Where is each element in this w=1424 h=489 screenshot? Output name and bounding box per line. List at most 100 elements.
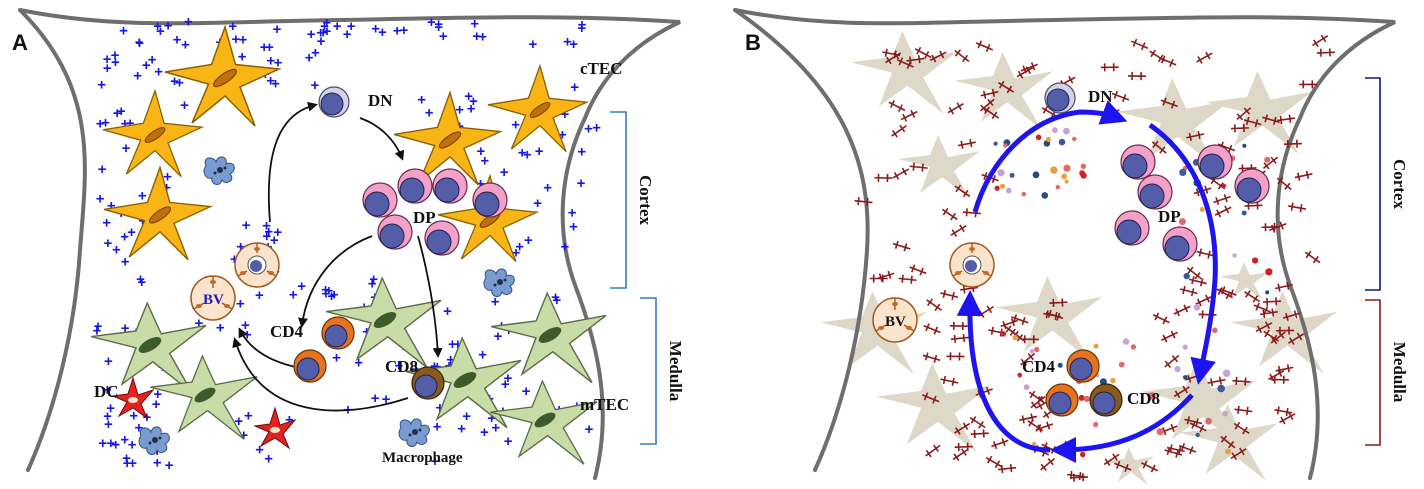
plus-marker: + bbox=[578, 17, 587, 34]
plus-marker: + bbox=[431, 453, 440, 470]
plus-marker: + bbox=[104, 235, 113, 252]
chemokine-molecule bbox=[1182, 344, 1188, 350]
plus-marker: + bbox=[371, 20, 380, 37]
plus-marker: + bbox=[123, 455, 132, 472]
plus-marker: + bbox=[121, 254, 130, 271]
chemokine-molecules bbox=[993, 127, 1273, 458]
plus-marker: + bbox=[153, 386, 162, 403]
plus-marker: + bbox=[121, 115, 130, 132]
dp-thymocyte bbox=[397, 168, 433, 204]
ctec-label-a: cTEC bbox=[580, 59, 623, 78]
chemokine-molecule bbox=[1264, 156, 1271, 163]
blood-vessel-with-thymocyte bbox=[234, 242, 280, 288]
stromal-marker bbox=[1286, 201, 1308, 214]
plus-marker: + bbox=[117, 103, 126, 120]
plus-marker: + bbox=[327, 288, 336, 305]
plus-marker: + bbox=[122, 450, 131, 467]
plus-marker: + bbox=[255, 287, 264, 304]
chemokine-molecule bbox=[1265, 268, 1273, 276]
cortex-bracket-b bbox=[1365, 77, 1381, 291]
plus-marker: + bbox=[515, 239, 524, 256]
plus-marker: + bbox=[230, 251, 239, 268]
chemokine-molecule bbox=[1232, 253, 1237, 258]
plus-marker: + bbox=[165, 457, 174, 474]
dn-thymocyte bbox=[318, 86, 350, 118]
plus-marker: + bbox=[103, 382, 112, 399]
chemokine-molecule bbox=[1130, 344, 1137, 350]
panel-a-tissue-outline bbox=[18, 8, 681, 480]
chemokine-molecule bbox=[997, 169, 1005, 177]
panel-b-letter: B bbox=[745, 30, 761, 55]
panel-b-tissue-outline bbox=[733, 8, 1396, 480]
plus-marker: + bbox=[104, 416, 113, 433]
plus-marker: + bbox=[561, 106, 570, 123]
chemokine-molecule bbox=[1061, 173, 1067, 180]
stromal-marker bbox=[949, 332, 971, 345]
dp-label-b: DP bbox=[1158, 207, 1181, 226]
chemokine-molecule bbox=[1225, 448, 1231, 455]
stromal-marker bbox=[873, 172, 894, 183]
cd4-thymocyte bbox=[293, 349, 327, 383]
plus-marker: + bbox=[273, 224, 282, 241]
plus-marker: + bbox=[535, 143, 544, 160]
stromal-marker bbox=[1069, 472, 1089, 483]
plus-marker: + bbox=[494, 328, 503, 345]
plus-marker: + bbox=[103, 60, 112, 77]
chemokine-molecule bbox=[1118, 361, 1125, 368]
dn-label-b: DN bbox=[1088, 87, 1113, 106]
plus-marker: + bbox=[111, 47, 120, 64]
plus-marker: + bbox=[173, 31, 182, 48]
chemokine-molecule bbox=[1265, 290, 1270, 295]
plus-marker: + bbox=[138, 187, 147, 204]
stromal-marker bbox=[922, 441, 944, 461]
plus-marker: + bbox=[439, 28, 448, 45]
plus-marker: + bbox=[585, 421, 594, 438]
dp-thymocyte bbox=[432, 168, 468, 204]
stromal-marker bbox=[975, 302, 997, 321]
medulla-bracket-a bbox=[640, 297, 657, 445]
plus-marker: + bbox=[128, 436, 137, 453]
plus-marker: + bbox=[274, 55, 283, 72]
plus-marker: + bbox=[136, 271, 145, 288]
cd8-label-b: CD8 bbox=[1127, 389, 1160, 408]
plus-marker: + bbox=[195, 315, 204, 332]
plus-marker: + bbox=[96, 115, 105, 132]
chemokine-molecule bbox=[1183, 375, 1188, 380]
plus-marker: + bbox=[234, 413, 243, 430]
plus-marker: + bbox=[289, 287, 298, 304]
plus-marker: + bbox=[455, 102, 464, 119]
plus-marker: + bbox=[319, 25, 328, 42]
plus-marker: + bbox=[162, 180, 171, 197]
plus-marker: + bbox=[127, 224, 136, 241]
macrophage-cell bbox=[138, 426, 170, 455]
cd4-thymocyte bbox=[1045, 383, 1079, 417]
plus-marker: + bbox=[153, 18, 162, 35]
plus-marker: + bbox=[311, 44, 320, 61]
plus-marker: + bbox=[500, 164, 509, 181]
stromal-marker bbox=[1274, 362, 1295, 376]
plus-marker: + bbox=[122, 140, 131, 157]
plus-marker: + bbox=[273, 21, 282, 38]
plus-marker: + bbox=[533, 195, 542, 212]
chemokine-molecule bbox=[1149, 392, 1156, 399]
plus-marker: + bbox=[400, 22, 409, 39]
stromal-marker bbox=[1212, 202, 1234, 220]
chemokine-molecule bbox=[1212, 327, 1218, 334]
chemokine-molecule bbox=[999, 183, 1006, 189]
stromal-marker bbox=[898, 107, 920, 124]
plus-marker: + bbox=[558, 127, 567, 144]
plus-marker: + bbox=[368, 276, 377, 293]
chemokine-plus-signs: ++++++++++++++++++++++++++++++++++++++++… bbox=[93, 13, 602, 474]
plus-marker: + bbox=[264, 224, 273, 241]
chemokine-molecule bbox=[993, 141, 998, 146]
plus-marker: + bbox=[264, 450, 273, 467]
stromal-marker bbox=[938, 374, 960, 388]
plus-marker: + bbox=[477, 143, 486, 160]
plus-marker: + bbox=[511, 117, 520, 134]
cortex-label-b: Cortex bbox=[1390, 159, 1409, 210]
stromal-marker bbox=[945, 99, 967, 117]
plus-marker: + bbox=[271, 76, 280, 93]
chemokine-molecule bbox=[1083, 395, 1090, 402]
plus-marker: + bbox=[469, 93, 478, 110]
plus-marker: + bbox=[317, 33, 326, 50]
